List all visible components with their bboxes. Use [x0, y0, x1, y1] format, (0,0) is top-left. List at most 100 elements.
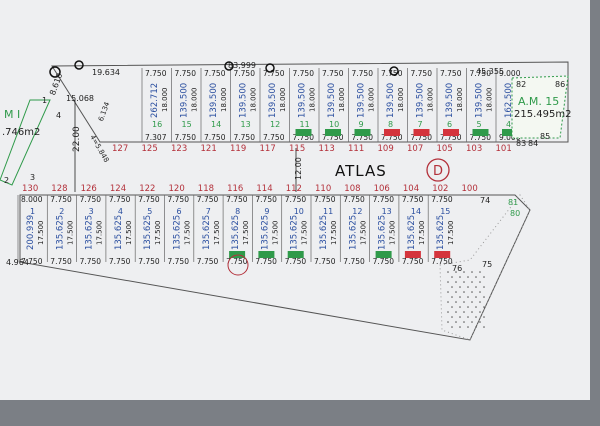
- bottom-lot-area: 135.625: [143, 215, 153, 250]
- bottom-lot-front-width: 7.750: [138, 195, 160, 204]
- top-lot-sticker: [472, 129, 489, 136]
- top-address-number: 103: [466, 144, 482, 154]
- bottom-lot-rear-width: 7.750: [255, 257, 277, 266]
- bottom-lot-area: 135.625: [55, 215, 65, 250]
- top-lot-depth: 18.000: [338, 88, 346, 113]
- top-lot-front-width: 7.750: [352, 69, 374, 78]
- survey-marker-3: [224, 61, 234, 71]
- corner-2: 2: [4, 176, 9, 185]
- top-block-outline: [51, 61, 569, 143]
- bottom-lot-depth: 17.500: [418, 221, 426, 246]
- top-lot-front-width: 7.750: [263, 69, 285, 78]
- bottom-address-number: 128: [51, 184, 67, 194]
- top-address-number: 113: [319, 144, 335, 154]
- bottom-lot-area: 135.625: [348, 215, 358, 250]
- top-lot-number: 12: [270, 120, 280, 129]
- top-lot-number: 6: [447, 120, 452, 129]
- dotted-zone-dot: [479, 311, 481, 313]
- bottom-lot-depth: 17.500: [184, 221, 192, 246]
- dotted-zone-dot: [483, 316, 485, 318]
- top-lot-sticker: [295, 129, 312, 136]
- dotted-zone-dot: [463, 271, 465, 273]
- am15-name: A.M. 15: [518, 95, 559, 108]
- dotted-zone-dot: [475, 316, 477, 318]
- corner-4: 4: [56, 111, 61, 120]
- top-lot-rear-width: 7.750: [263, 133, 285, 142]
- dotted-zone-dot: [447, 321, 449, 323]
- dotted-zone-dot: [451, 276, 453, 278]
- corner-83: 83: [516, 139, 526, 148]
- bottom-lot-number: 6: [177, 207, 182, 216]
- corner-86: 86: [555, 80, 565, 89]
- corner-1: 1: [42, 96, 47, 105]
- top-lot-number: 13: [241, 120, 251, 129]
- top-lot-depth: 18.000: [397, 88, 405, 113]
- dotted-zone-dot: [451, 316, 453, 318]
- dotted-zone-dot: [479, 301, 481, 303]
- bottom-lot-front-width: 7.750: [285, 195, 307, 204]
- top-lot-rear-width: 7.750: [204, 133, 226, 142]
- dim-15068: 15.068: [66, 94, 94, 103]
- dotted-zone-dot: [475, 306, 477, 308]
- bottom-lot-rear-width: 7.750: [431, 257, 453, 266]
- top-address-number: 121: [201, 144, 217, 154]
- top-lot-front-width: 7.750: [293, 69, 315, 78]
- dotted-zone-dot: [459, 316, 461, 318]
- dotted-zone-dot: [459, 296, 461, 298]
- top-lot-rear-width: 7.750: [175, 133, 197, 142]
- bottom-lot-front-width: 7.750: [343, 195, 365, 204]
- bottom-lot-front-width: 8.000: [21, 195, 43, 204]
- top-lot-depth: 18.000: [279, 88, 287, 113]
- bottom-lot-sticker: [229, 251, 246, 258]
- top-lot-depth: 18.000: [191, 88, 199, 113]
- corner-81: 81: [508, 198, 518, 207]
- bottom-lot-front-width: 7.750: [226, 195, 248, 204]
- bottom-lot-front-width: 7.750: [109, 195, 131, 204]
- dotted-zone-dot: [475, 296, 477, 298]
- dotted-zone-dot: [479, 291, 481, 293]
- dotted-zone-dot: [447, 311, 449, 313]
- bottom-lot-depth: 17.500: [66, 221, 74, 246]
- bottom-address-number: 120: [169, 184, 185, 194]
- top-lot-area: 139.500: [180, 83, 190, 118]
- dotted-zone-dot: [467, 296, 469, 298]
- top-lot-rear-width: 7.307: [145, 133, 167, 142]
- corner-75: 75: [482, 260, 492, 269]
- bottom-lot-number: 2: [59, 207, 64, 216]
- bottom-lot-rear-width: 7.750: [197, 257, 219, 266]
- bottom-lot-area: 135.625: [407, 215, 417, 250]
- top-lot-number: 11: [300, 120, 310, 129]
- am15-zone: [511, 75, 569, 139]
- bottom-lot-depth: 17.500: [154, 221, 162, 246]
- dotted-zone-dot: [451, 326, 453, 328]
- bottom-lot-rear-width: 7.750: [109, 257, 131, 266]
- top-lot-area: 139.500: [386, 83, 396, 118]
- top-lot-area: 139.500: [239, 83, 249, 118]
- dotted-zone-dot: [459, 306, 461, 308]
- top-lot-rear-width: 7.750: [381, 133, 403, 142]
- top-lot-number: 15: [182, 120, 192, 129]
- top-lot-sticker: [413, 129, 430, 136]
- top-lot-area: 139.500: [416, 83, 426, 118]
- top-lot-front-width: 7.750: [175, 69, 197, 78]
- dotted-zone-dot: [447, 301, 449, 303]
- bottom-lot-depth: 17.500: [447, 221, 455, 246]
- dotted-zone-dot: [455, 281, 457, 283]
- bottom-address-number: 106: [374, 184, 390, 194]
- bottom-lot-number: 3: [89, 207, 94, 216]
- bottom-lot-front-width: 7.750: [197, 195, 219, 204]
- top-lot-rear-width: 7.750: [293, 133, 315, 142]
- top-lot-depth: 18.000: [368, 88, 376, 113]
- dotted-zone-dot: [463, 301, 465, 303]
- dotted-zone-dot: [471, 321, 473, 323]
- bottom-lot-area: 135.625: [290, 215, 300, 250]
- bottom-lot-depth: 17.500: [301, 221, 309, 246]
- dotted-zone-dot: [479, 321, 481, 323]
- dotted-zone-dot: [459, 276, 461, 278]
- bottom-lot-rear-width: 7.750: [373, 257, 395, 266]
- bottom-lot-depth: 17.500: [330, 221, 338, 246]
- top-lot-number: 16: [152, 120, 162, 129]
- top-address-number: 123: [171, 144, 187, 154]
- top-lot-depth: 18.000: [486, 88, 494, 113]
